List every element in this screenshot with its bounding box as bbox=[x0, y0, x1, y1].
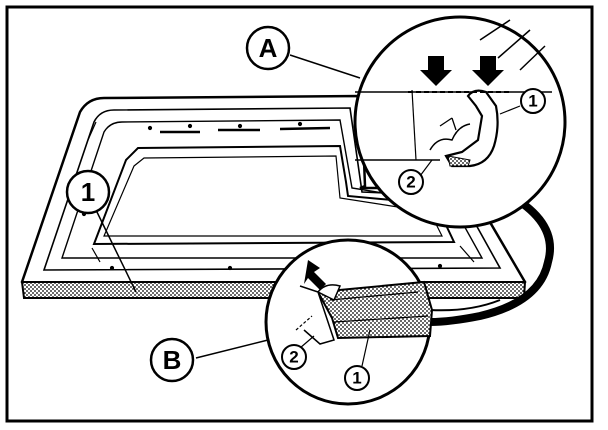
callout-b-circle bbox=[149, 337, 195, 383]
detail-a-magnifier: 1 2 bbox=[353, 15, 567, 229]
callout-1-label: 1 bbox=[81, 177, 95, 207]
callout-b-1-label: 1 bbox=[352, 369, 361, 388]
callout-a-2-label: 2 bbox=[406, 173, 415, 192]
seal-hose bbox=[429, 186, 554, 326]
callout-b-label: B bbox=[163, 345, 182, 375]
callout-a-1-label: 1 bbox=[528, 92, 537, 111]
callout-b-2-label: 2 bbox=[289, 348, 298, 367]
callout-1-circle bbox=[65, 169, 111, 215]
detail-b-magnifier: 2 1 bbox=[264, 238, 434, 406]
figure-border bbox=[5, 5, 594, 423]
callout-a-label: A bbox=[259, 33, 278, 63]
callout-a-circle bbox=[245, 25, 291, 71]
